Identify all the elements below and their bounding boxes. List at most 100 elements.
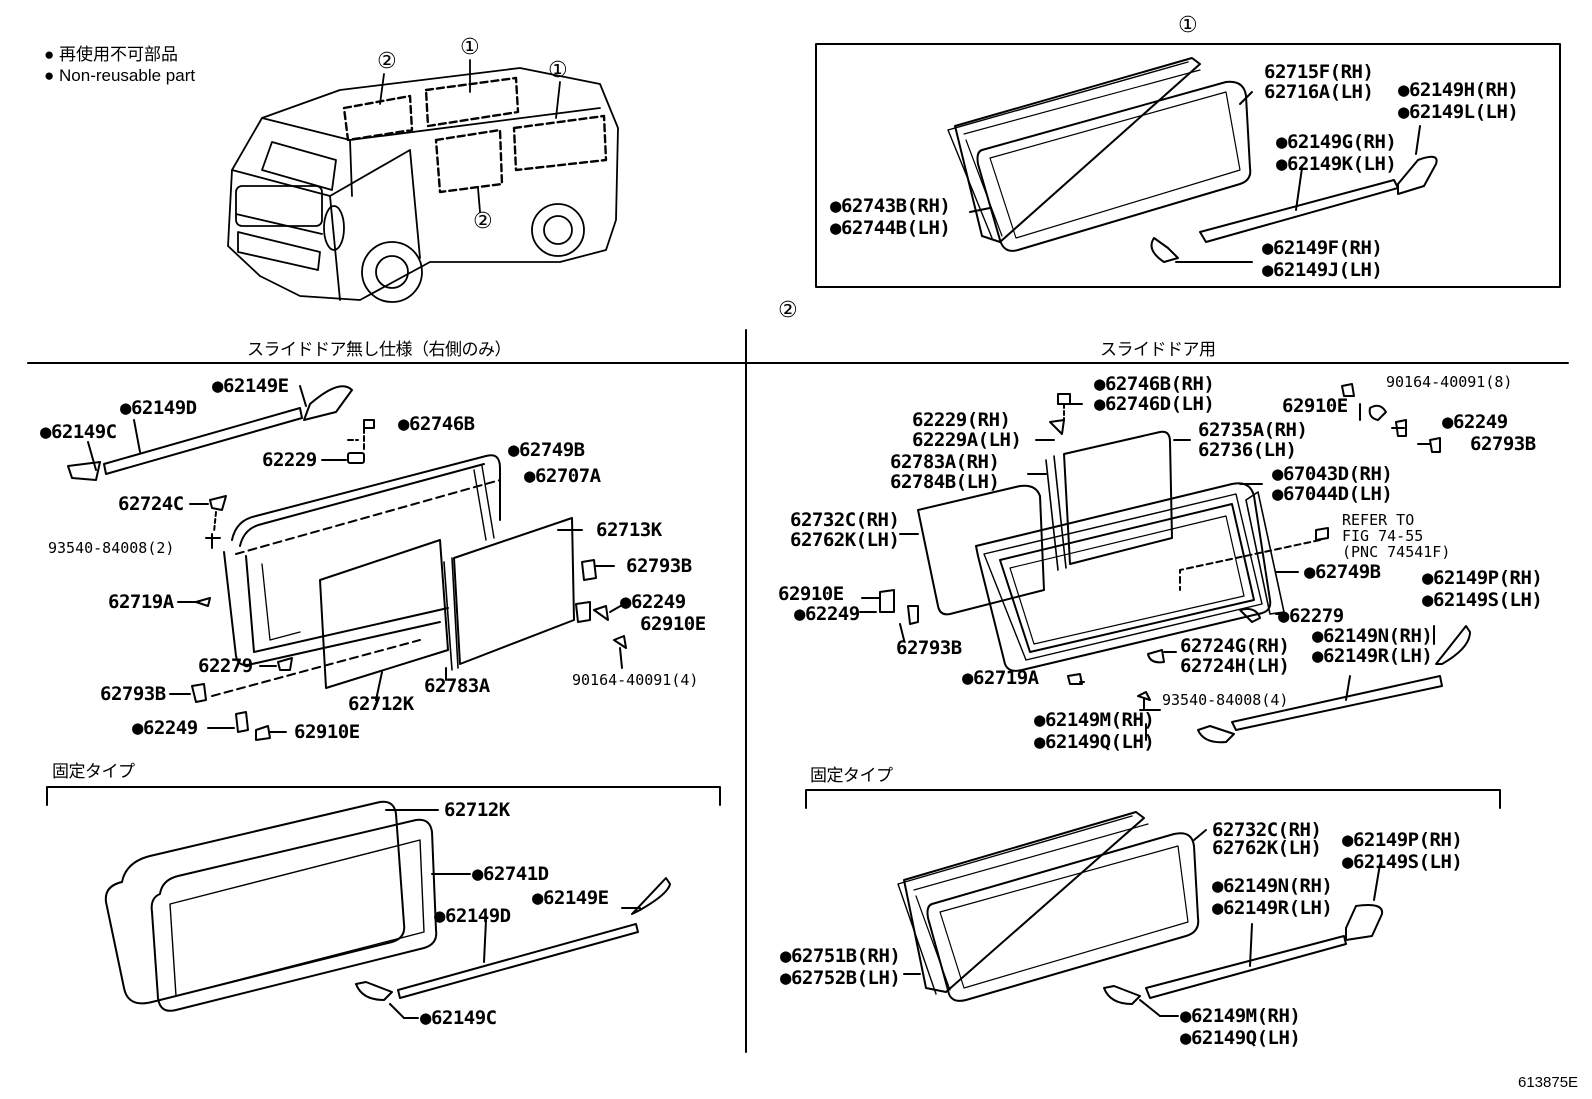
part-label: ●62249 [620, 591, 686, 613]
part-label: ●62149J(LH) [1262, 259, 1383, 281]
part-label: ●62149F(RH) [1262, 237, 1383, 259]
part-label: 62229A(LH) [912, 429, 1022, 451]
side-window-left [67, 385, 627, 741]
part-label: (PNC 74541F) [1342, 543, 1451, 561]
van-illustration [227, 59, 619, 303]
legend-bullet: ● [44, 45, 55, 64]
part-label: 62724C [118, 493, 184, 515]
part-label: ●62149E [212, 375, 289, 397]
part-label: ●62719A [962, 667, 1039, 689]
fixed-type-left [104, 800, 671, 1019]
part-label: FIG 74-55 [1342, 527, 1424, 545]
part-label: ●62149K(LH) [1276, 153, 1397, 175]
part-label: 62793B [626, 555, 692, 577]
part-label: ●62149P(RH) [1422, 567, 1543, 589]
fixed-type-right [897, 811, 1384, 1017]
part-label: 62910E [640, 613, 706, 635]
callout-1: ① [460, 35, 480, 60]
section-title-left: スライドドア無し仕様（右側のみ） [247, 340, 512, 360]
part-label: ●62249 [132, 717, 198, 739]
side-window-right [859, 383, 1471, 744]
part-label: 62732C(RH) [1212, 819, 1322, 841]
part-label: 62229(RH) [912, 409, 1011, 431]
fixed-type-title-left: 固定タイプ [52, 762, 135, 782]
callout-2: ② [778, 298, 798, 323]
legend-bullet: ● [44, 66, 55, 85]
part-label: ●62279 [1278, 605, 1344, 627]
part-label: ●62149S(LH) [1422, 589, 1543, 611]
part-label: ●62149M(RH) [1034, 709, 1155, 731]
part-label: 62716A(LH) [1264, 81, 1374, 103]
part-label: ●62746B(RH) [1094, 373, 1215, 395]
part-label: 62793B [100, 683, 166, 705]
part-label: 62279 [198, 655, 253, 677]
part-label: 62910E [294, 721, 360, 743]
legend-text-jp: 再使用不可部品 [59, 45, 179, 64]
part-label: ●62743B(RH) [830, 195, 951, 217]
part-label: ●62149N(RH) [1212, 875, 1333, 897]
figure-number: 613875E [1518, 1074, 1579, 1091]
part-label: 90164-40091(4) [572, 671, 699, 689]
part-label: 90164-40091(8) [1386, 373, 1513, 391]
part-label: 62784B(LH) [890, 471, 1000, 493]
part-label: ●62746D(LH) [1094, 393, 1215, 415]
part-label: 62783A [424, 675, 490, 697]
fixed-type-title-right: 固定タイプ [810, 766, 893, 786]
section-title-right: スライドドア用 [1100, 340, 1216, 360]
part-label: 62724G(RH) [1180, 635, 1290, 657]
callout-1: ① [1178, 13, 1198, 38]
part-label: 62715F(RH) [1264, 61, 1374, 83]
callout-2: ② [377, 49, 397, 74]
part-label: ●62749B [1304, 561, 1381, 583]
part-label: 62724H(LH) [1180, 655, 1290, 677]
part-label: ●62149Q(LH) [1034, 731, 1155, 753]
part-label: ●62149R(LH) [1312, 645, 1433, 667]
legend-line-en: ● Non-reusable part [44, 66, 195, 86]
part-label: 93540-84008(4) [1162, 691, 1289, 709]
part-label: ●67043D(RH) [1272, 463, 1393, 485]
part-label: ●62149D [434, 905, 511, 927]
part-label: 62713K [596, 519, 662, 541]
part-label: 62736(LH) [1198, 439, 1297, 461]
part-label: 62910E [778, 583, 844, 605]
part-label: ●67044D(LH) [1272, 483, 1393, 505]
part-label: 62229 [262, 449, 317, 471]
part-label: ●62744B(LH) [830, 217, 951, 239]
part-label: 62783A(RH) [890, 451, 1000, 473]
part-label: ●62741D [472, 863, 549, 885]
part-label: 62793B [1470, 433, 1536, 455]
part-label: ●62149R(LH) [1212, 897, 1333, 919]
part-label: 62735A(RH) [1198, 419, 1308, 441]
part-label: ●62149H(RH) [1398, 79, 1519, 101]
part-label: 93540-84008(2) [48, 539, 175, 557]
part-label: ●62751B(RH) [780, 945, 901, 967]
part-label: ●62149L(LH) [1398, 101, 1519, 123]
section-dividers [27, 43, 1569, 1053]
callout-1: ① [548, 58, 568, 83]
part-label: ●62752B(LH) [780, 967, 901, 989]
part-label: ●62746B [398, 413, 475, 435]
part-label: 62712K [348, 693, 414, 715]
part-label: 62719A [108, 591, 174, 613]
part-label: ●62149D [120, 397, 197, 419]
part-label: 62762K(LH) [1212, 837, 1322, 859]
part-label: ●62749B [508, 439, 585, 461]
part-label: 62762K(LH) [790, 529, 900, 551]
part-label: 62793B [896, 637, 962, 659]
part-label: ●62149E [532, 887, 609, 909]
part-label: ●62149M(RH) [1180, 1005, 1301, 1027]
part-label: 62712K [444, 799, 510, 821]
part-label: ●62149Q(LH) [1180, 1027, 1301, 1049]
part-label: ●62149C [420, 1007, 497, 1029]
part-label: 62910E [1282, 395, 1348, 417]
legend-line-jp: ● 再使用不可部品 [44, 40, 178, 65]
part-label: REFER TO [1342, 511, 1415, 529]
part-label: 62732C(RH) [790, 509, 900, 531]
part-label: ●62149N(RH) [1312, 625, 1433, 647]
part-label: ●62149C [40, 421, 117, 443]
part-label: ●62249 [794, 603, 860, 625]
part-label: ●62707A [524, 465, 601, 487]
callout-2: ② [473, 209, 493, 234]
legend-text-en: Non-reusable part [59, 66, 196, 85]
